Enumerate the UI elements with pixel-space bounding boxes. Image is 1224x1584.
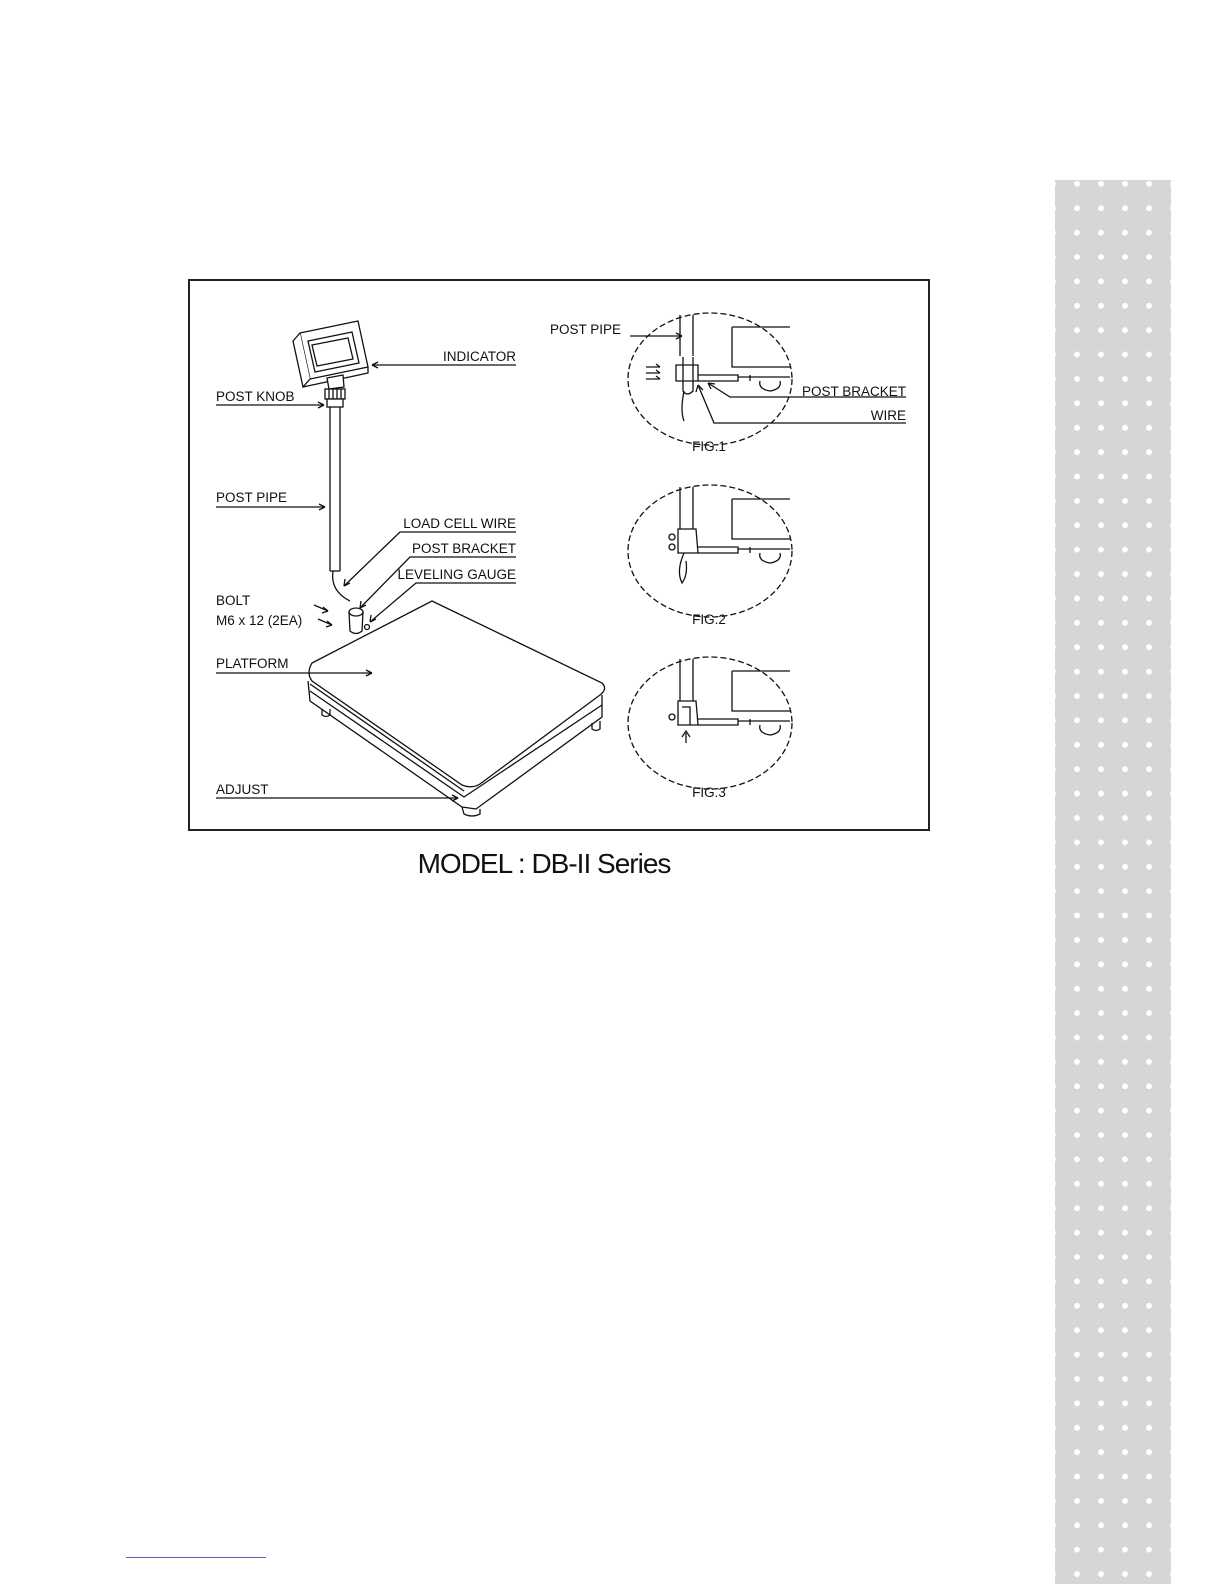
label-post-bracket: POST BRACKET [412,541,516,556]
post-bracket-drawing [349,608,370,634]
indicator-drawing [293,321,368,389]
label-fig1-post-bracket: POST BRACKET [802,384,906,399]
label-indicator: INDICATOR [443,349,516,364]
fig1-detail [628,313,906,445]
label-post-knob: POST KNOB [216,389,295,404]
footer-rule [126,1557,266,1558]
label-fig1-post-pipe: POST PIPE [550,322,621,337]
assembly-diagram: INDICATOR POST KNOB POST PIPE LOAD CELL … [188,279,930,831]
fig3-detail [628,657,792,789]
bolt-arrows [314,605,332,627]
label-leveling-gauge: LEVELING GAUGE [397,567,516,582]
fig1-caption: FIG.1 [692,439,726,454]
post-pipe-drawing [330,407,340,571]
label-load-cell-wire: LOAD CELL WIRE [403,516,516,531]
load-cell-wire-drawing [333,571,350,601]
label-post-pipe: POST PIPE [216,490,287,505]
model-caption: MODEL : DB-II Series [0,848,1088,880]
post-knob-drawing [325,389,345,407]
label-adjust: ADJUST [216,782,269,797]
label-bolt: BOLT [216,593,250,608]
fig3-caption: FIG.3 [692,785,726,800]
label-fig1-wire: WIRE [871,408,906,423]
side-dot-strip [1055,180,1171,1584]
fig2-detail [628,485,792,617]
label-bolt-spec: M6 x 12 (2EA) [216,613,302,628]
fig2-caption: FIG.2 [692,612,726,627]
label-platform: PLATFORM [216,656,289,671]
